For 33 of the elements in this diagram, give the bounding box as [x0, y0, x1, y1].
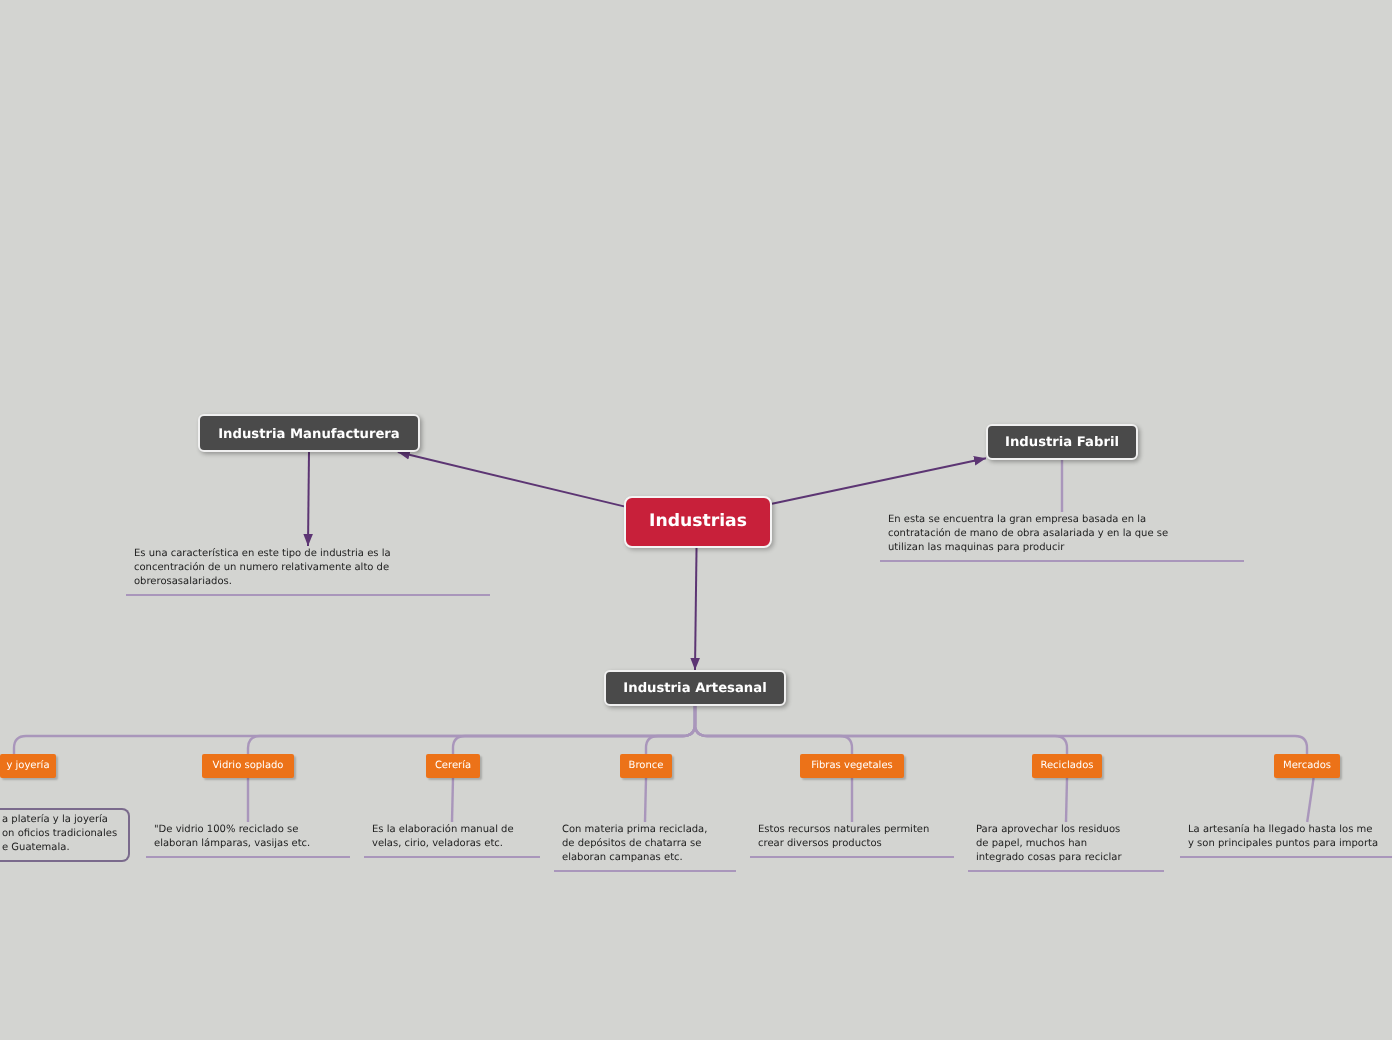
- topic-box: [604, 670, 786, 706]
- subtopic-tag: [800, 754, 904, 778]
- note-block: [126, 546, 490, 596]
- topic-box: [624, 496, 772, 548]
- arrow: [771, 456, 987, 505]
- topic-label: Industrias: [649, 512, 747, 532]
- subtopic-tag: [426, 754, 480, 778]
- connector-line: [1064, 777, 1069, 823]
- connector-line: [1306, 777, 1315, 823]
- subtopic-tag: [1032, 754, 1102, 778]
- note-card: [0, 808, 130, 862]
- note-block: [364, 822, 540, 858]
- connector-line: [643, 777, 648, 823]
- connector-line: [450, 777, 455, 823]
- topic-box: [198, 414, 420, 452]
- note-block: [146, 822, 350, 858]
- note-block: [880, 512, 1244, 562]
- subtopic-tag: [0, 754, 56, 778]
- subtopic-tag: [620, 754, 672, 778]
- subtopic-tag: [1274, 754, 1340, 778]
- subtopic-tag: [202, 754, 294, 778]
- connector-line: [850, 778, 854, 822]
- connector-line: [1060, 460, 1064, 512]
- connector-line: [693, 706, 1309, 754]
- note-block: [1180, 822, 1392, 858]
- note-block: [750, 822, 954, 858]
- note-block: [968, 822, 1164, 872]
- arrow: [303, 451, 313, 547]
- arrow: [396, 450, 625, 508]
- connector-line: [246, 778, 250, 822]
- topic-box: [986, 424, 1138, 460]
- note-block: [554, 822, 736, 872]
- arrow: [690, 547, 700, 671]
